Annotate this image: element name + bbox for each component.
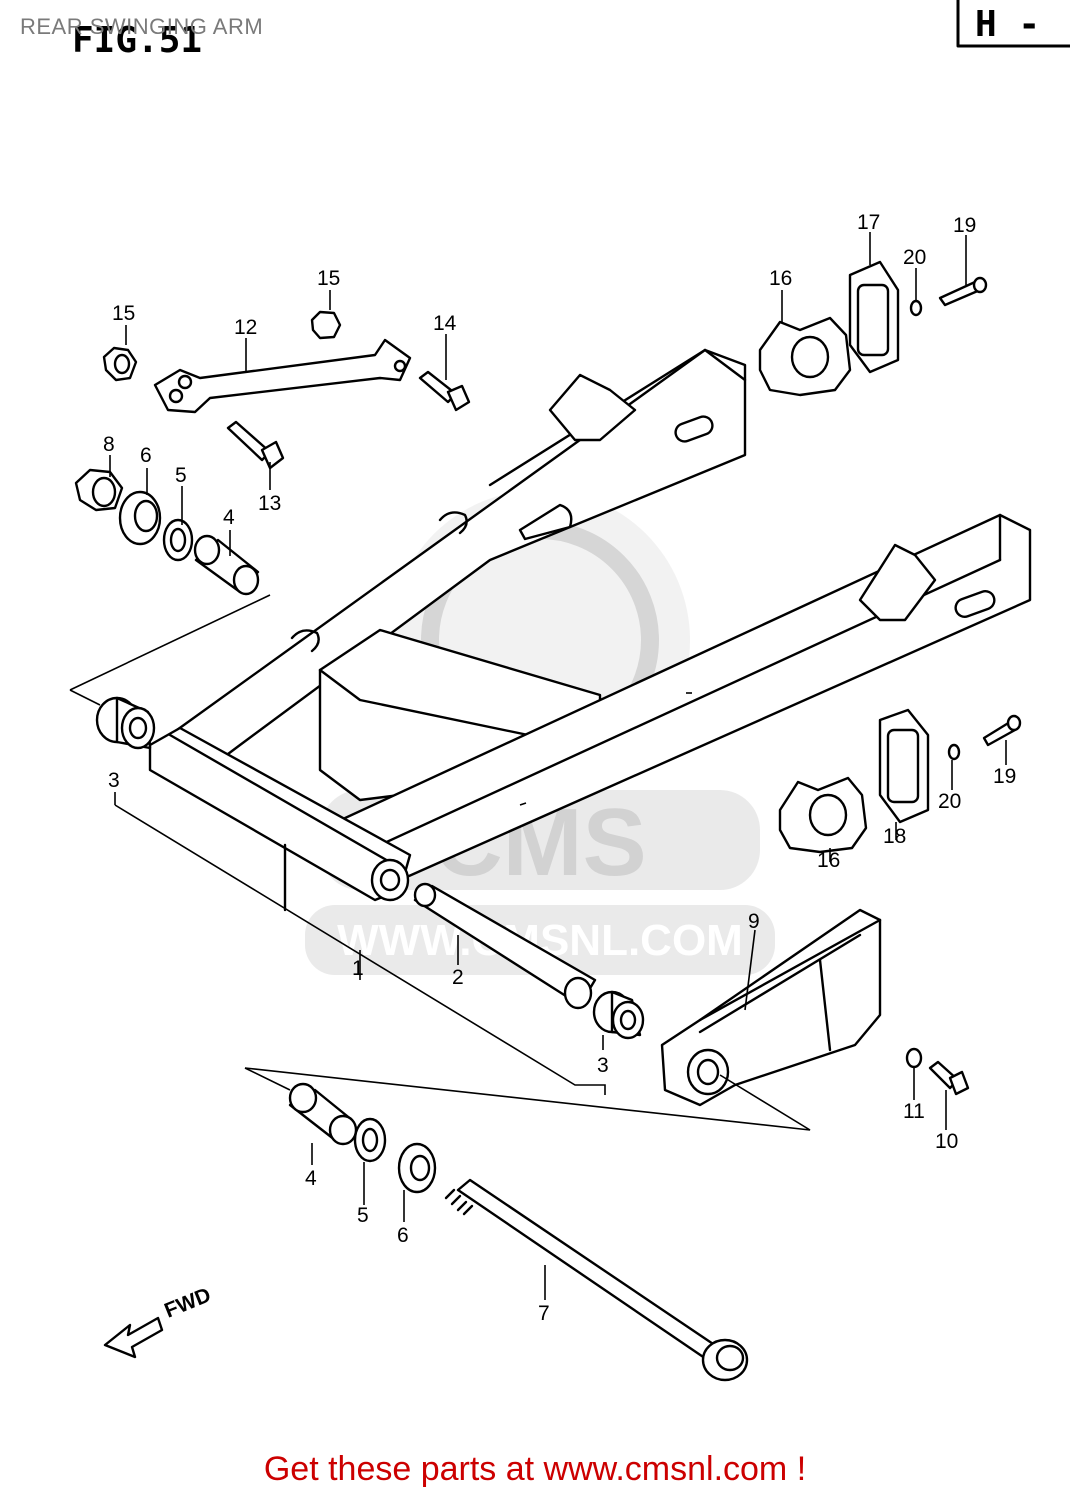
- callout-6-lower: 6: [397, 1224, 409, 1247]
- page-title: REAR SWINGING ARM: [20, 14, 264, 39]
- torque-rod-bolt-14: [418, 370, 471, 412]
- pivot-shaft: [444, 1178, 749, 1382]
- chain-case: [660, 908, 882, 1107]
- callout-20-upper: 20: [903, 246, 926, 269]
- chain-adjuster-block-lower: [878, 708, 930, 824]
- chain-case-washer: [905, 1047, 923, 1069]
- collar-upper: [193, 534, 260, 596]
- callout-1: 1: [352, 957, 364, 980]
- footer-parts-link[interactable]: Get these parts at www.cmsnl.com !: [263, 1450, 807, 1488]
- callout-2: 2: [452, 966, 464, 989]
- seal-upper: [118, 490, 162, 546]
- forward-direction-indicator: FWD: [103, 1283, 214, 1359]
- callout-17: 17: [857, 211, 880, 234]
- callout-19-lower: 19: [993, 765, 1016, 788]
- callout-15-right: 15: [317, 267, 340, 290]
- forward-label: FWD: [161, 1283, 214, 1322]
- callout-8: 8: [103, 433, 115, 456]
- adjuster-screw-lower: [982, 714, 1022, 747]
- adjuster-nut-upper: [909, 299, 923, 317]
- callout-4-lower: 4: [305, 1167, 317, 1190]
- section-label: H -: [975, 4, 1040, 45]
- callout-13: 13: [258, 492, 281, 515]
- swing-arm: [148, 348, 1032, 912]
- callout-14: 14: [433, 312, 457, 335]
- callout-15-left: 15: [112, 302, 135, 325]
- chain-adjuster-upper: [758, 316, 852, 397]
- chain-adjuster-block-upper: [848, 260, 900, 374]
- callout-11: 11: [903, 1100, 925, 1123]
- torque-rod-nut-left: [102, 346, 138, 382]
- washer-upper: [162, 518, 194, 562]
- callout-20-lower: 20: [938, 790, 961, 813]
- torque-rod: [153, 338, 412, 414]
- spacer-tube: [413, 882, 597, 1010]
- torque-rod-bolt-13: [226, 420, 285, 470]
- collar-lower: [288, 1082, 358, 1146]
- adjuster-nut-lower: [947, 743, 961, 761]
- figure-label: FIG.51: [72, 20, 202, 61]
- seal-lower: [397, 1142, 437, 1194]
- callout-3-left: 3: [108, 769, 120, 792]
- callout-7: 7: [538, 1302, 550, 1325]
- callout-16-upper: 16: [769, 267, 792, 290]
- callout-16-lower: 16: [817, 849, 840, 872]
- chain-case-bolt: [928, 1060, 970, 1096]
- callout-18: 18: [883, 825, 906, 848]
- torque-rod-nut-right: [310, 310, 342, 340]
- callout-3-right: 3: [597, 1054, 609, 1077]
- callout-10: 10: [935, 1130, 958, 1153]
- callout-19-upper: 19: [953, 214, 976, 237]
- callout-9: 9: [748, 910, 760, 933]
- section-box: H -: [956, 0, 1070, 48]
- callout-12: 12: [234, 316, 257, 339]
- callout-4-upper: 4: [223, 506, 235, 529]
- callout-5-upper: 5: [175, 464, 187, 487]
- washer-lower: [353, 1117, 387, 1163]
- bearing-left: [95, 696, 156, 750]
- forward-arrow-icon: [103, 1316, 164, 1359]
- nut: [74, 468, 124, 512]
- leader-lines: [69, 232, 1007, 1300]
- callout-5-lower: 5: [357, 1204, 369, 1227]
- callout-numbers: 1 2 3 3 4 4 5 5 6 6 7 8 9 10 11 12 13 14…: [103, 211, 1016, 1325]
- adjuster-screw-upper: [938, 276, 988, 307]
- bearing-right: [592, 990, 645, 1040]
- callout-6-upper: 6: [140, 444, 152, 467]
- chain-adjuster-lower: [778, 776, 868, 854]
